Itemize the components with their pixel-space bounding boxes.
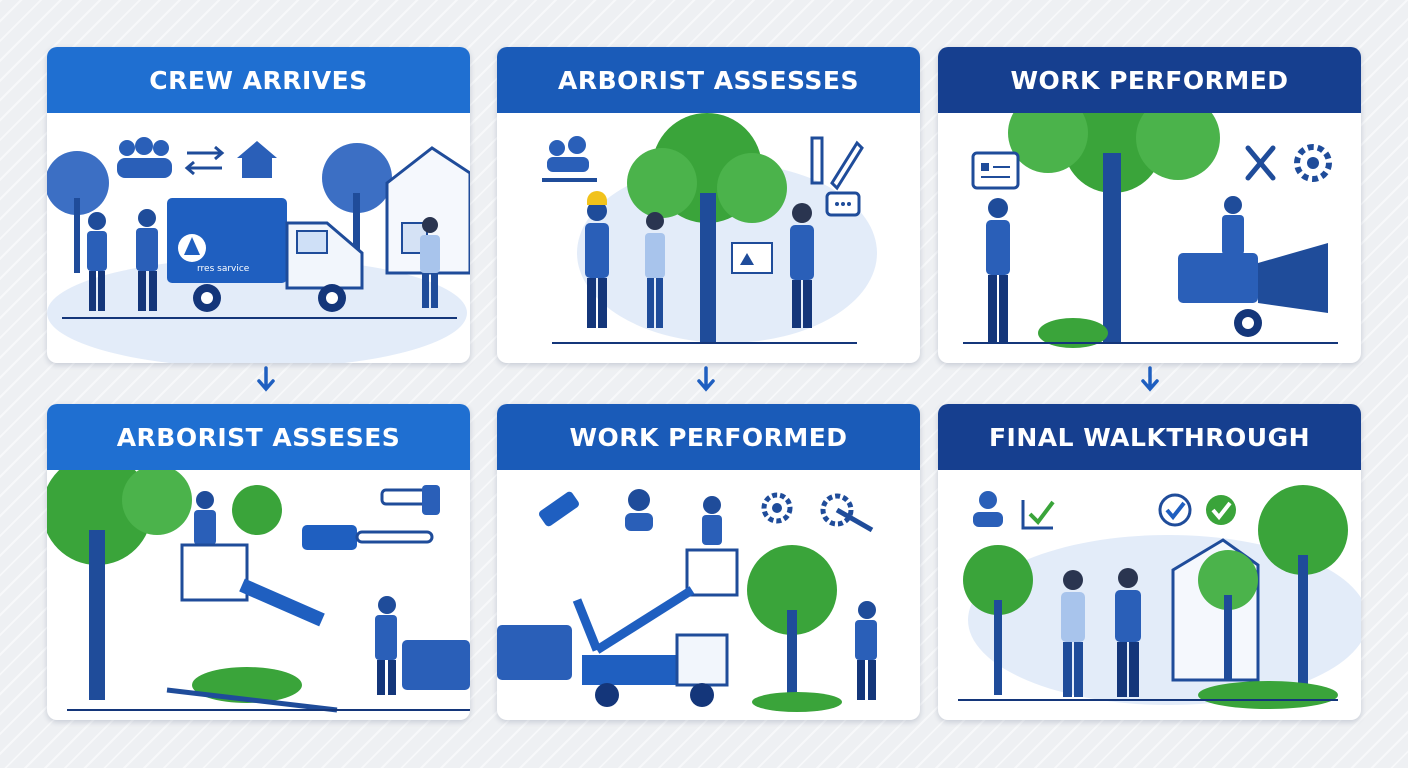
wood-chipper — [402, 640, 470, 690]
chainsaw-icon — [539, 491, 579, 527]
step-title: ARBORIST ASSESES — [47, 404, 470, 470]
step-title: ARBORIST ASSESSES — [497, 47, 920, 113]
down-arrow-icon — [1141, 366, 1159, 392]
work-performed-illustration — [963, 113, 1338, 348]
step-card-arborist-assesses: ARBORIST ASSESSES — [497, 47, 920, 363]
gear-wrench-icon — [820, 493, 874, 533]
client-woman — [645, 212, 665, 328]
arrows-icon — [184, 145, 225, 176]
worker-icon — [87, 212, 107, 311]
truck: rres sarvice — [167, 198, 364, 312]
worker-icon — [855, 601, 877, 700]
final-walkthrough-illustration — [958, 485, 1361, 709]
gear-icon — [1294, 144, 1332, 182]
worker-icon — [1222, 196, 1244, 255]
gear-icon — [761, 492, 793, 524]
step-card-work-performed: WORK PERFORMED — [938, 47, 1361, 363]
homeowner — [420, 217, 440, 308]
tree-pruning-illustration — [47, 470, 470, 713]
crew-arrives-illustration: rres sarvice — [47, 137, 470, 363]
step-card-work-performed-2: WORK PERFORMED — [497, 404, 920, 720]
document-icon — [971, 151, 1020, 190]
down-arrow-icon — [697, 366, 715, 392]
chipper-end — [497, 625, 572, 680]
worker-icon — [625, 489, 653, 531]
client-woman — [1061, 570, 1085, 697]
small-tree — [232, 485, 282, 535]
aerial-lift-truck — [572, 496, 739, 707]
tree — [1258, 485, 1348, 695]
worker-icon — [375, 596, 397, 695]
chat-icon — [825, 191, 861, 217]
tools-icon — [1245, 145, 1276, 181]
check-icon — [1206, 495, 1236, 525]
user-check-icon — [973, 491, 1055, 530]
people-chat-icon — [542, 136, 597, 182]
chainsaw-icon — [302, 525, 434, 550]
worker-icon — [1115, 568, 1141, 697]
house-icon — [237, 141, 277, 178]
worker-icon — [585, 191, 609, 328]
truck-label: rres sarvice — [197, 264, 250, 274]
down-arrow-icon — [257, 366, 275, 392]
tree — [627, 113, 787, 343]
check-icon — [1158, 493, 1192, 527]
tree — [747, 545, 837, 700]
step-title: WORK PERFORMED — [497, 404, 920, 470]
step-title: FINAL WALKTHROUGH — [938, 404, 1361, 470]
step-card-arborist-asseses: ARBORIST ASSESES — [47, 404, 470, 720]
step-card-final-walkthrough: FINAL WALKTHROUGH — [938, 404, 1361, 720]
tree-icon — [47, 151, 109, 273]
step-title: CREW ARRIVES — [47, 47, 470, 113]
bucket-worker — [180, 491, 325, 627]
ruler-pencil-icon — [810, 136, 864, 191]
client-man — [790, 203, 814, 328]
tree — [1198, 550, 1258, 680]
aerial-lift-illustration — [497, 489, 877, 712]
tool-icon — [380, 485, 440, 515]
tree — [963, 545, 1033, 695]
worker-icon — [136, 209, 158, 311]
document-icon — [731, 242, 773, 274]
step-card-crew-arrives: CREW ARRIVES — [47, 47, 470, 363]
arborist-assesses-illustration — [542, 113, 877, 344]
people-icon — [117, 137, 172, 178]
tree — [1008, 113, 1220, 343]
wood-chipper — [1178, 243, 1328, 337]
worker-icon — [986, 198, 1010, 343]
tree — [47, 470, 192, 700]
step-title: WORK PERFORMED — [938, 47, 1361, 113]
